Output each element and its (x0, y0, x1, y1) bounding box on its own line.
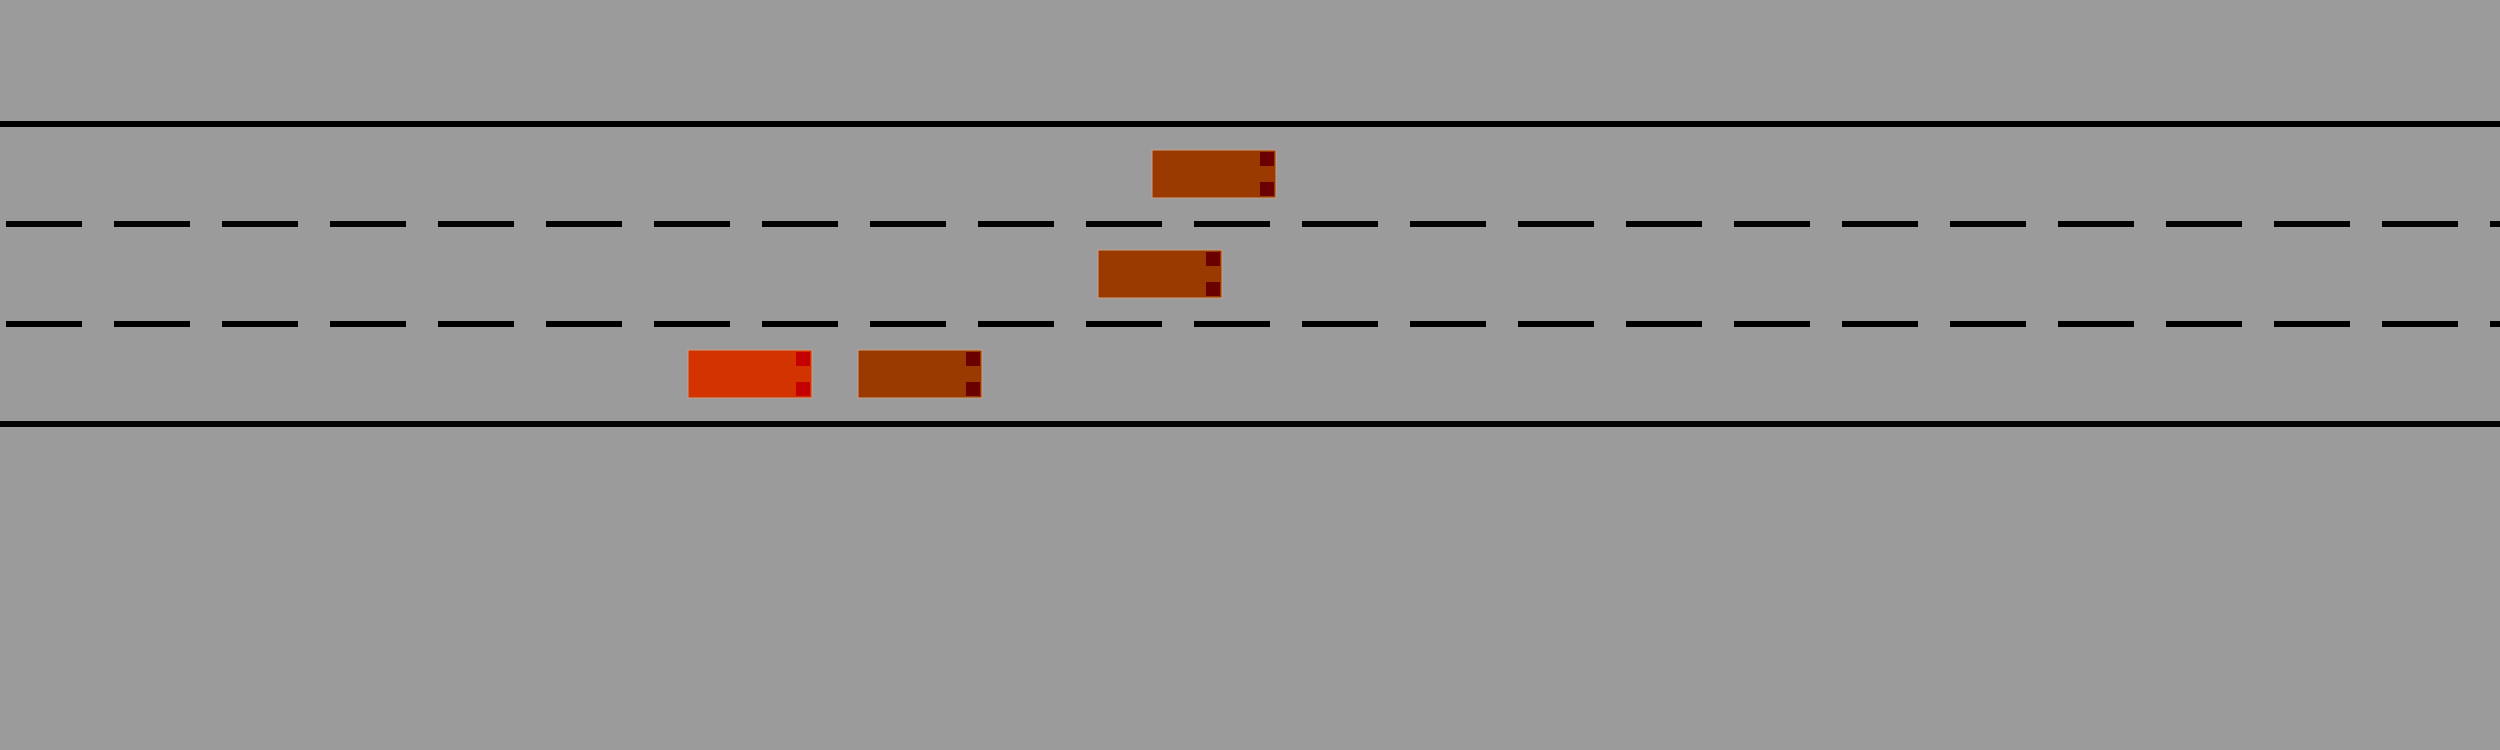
lane-divider-dash (438, 221, 514, 227)
lane-divider-dash (1950, 221, 2026, 227)
lane-divider-dash (1734, 221, 1810, 227)
lane-divider-dash (1842, 321, 1918, 327)
lane-divider-dash (654, 221, 730, 227)
lane-divider-dash (1842, 221, 1918, 227)
lane-divider-dash (1194, 221, 1270, 227)
lane-divider-dash (1518, 221, 1594, 227)
lane-divider-dash (1734, 321, 1810, 327)
lane-divider-dash (222, 221, 298, 227)
other-vehicle (857, 349, 983, 399)
lane-divider-dash (1302, 321, 1378, 327)
lane-divider-dash (2490, 221, 2500, 227)
road-edge-bottom (0, 421, 2500, 427)
lane-divider-dash (762, 221, 838, 227)
lane-divider-dash (2274, 221, 2350, 227)
other-vehicle-light-bottom (1260, 182, 1274, 196)
lane-divider-dash (2382, 221, 2458, 227)
lane-divider-dash (1086, 221, 1162, 227)
lane-divider-dash (1410, 321, 1486, 327)
lane-divider-dash (978, 221, 1054, 227)
ego-vehicle (687, 349, 813, 399)
lane-divider-dash (1626, 321, 1702, 327)
other-vehicle-light-bottom (966, 382, 980, 396)
other-vehicle (1151, 149, 1277, 199)
lane-divider-dash (546, 221, 622, 227)
lane-divider-dash (330, 321, 406, 327)
lane-divider-dash (654, 321, 730, 327)
lane-divider-dash (1950, 321, 2026, 327)
lane-divider-dash (2382, 321, 2458, 327)
lane-divider-dash (2166, 221, 2242, 227)
lane-divider-dash (870, 221, 946, 227)
lane-divider-dash (2058, 321, 2134, 327)
lane-divider-dash (6, 221, 82, 227)
lane-divider-dash (1410, 221, 1486, 227)
lane-divider-dash (1086, 321, 1162, 327)
other-vehicle-body (857, 349, 983, 399)
lane-divider-dash (222, 321, 298, 327)
lane-divider-dash (114, 221, 190, 227)
lane-divider-dash (1302, 221, 1378, 227)
lane-divider-dash (1518, 321, 1594, 327)
lane-divider-dash (1626, 221, 1702, 227)
other-vehicle-light-bottom (1206, 282, 1220, 296)
other-vehicle-light-top (966, 352, 980, 366)
other-vehicle-light-top (1206, 252, 1220, 266)
lane-divider-dash (546, 321, 622, 327)
lane-divider-dash (2166, 321, 2242, 327)
vehicles (687, 149, 1277, 399)
lane-divider-dash (978, 321, 1054, 327)
lane-divider-dash (114, 321, 190, 327)
lane-divider-dash (762, 321, 838, 327)
lane-divider-dash (438, 321, 514, 327)
lane-divider-dash (2490, 321, 2500, 327)
ego-vehicle-body (687, 349, 813, 399)
other-vehicle-body (1151, 149, 1277, 199)
other-vehicle (1097, 249, 1223, 299)
lane-divider-dash (6, 321, 82, 327)
lane-divider-dash (1194, 321, 1270, 327)
lane-divider-dash (330, 221, 406, 227)
other-vehicle-light-top (1260, 152, 1274, 166)
lane-markings (0, 121, 2500, 427)
lane-divider-dash (2058, 221, 2134, 227)
ego-vehicle-light-top (796, 352, 810, 366)
lane-divider-dash (870, 321, 946, 327)
lane-divider-dash (2274, 321, 2350, 327)
other-vehicle-body (1097, 249, 1223, 299)
ego-vehicle-light-bottom (796, 382, 810, 396)
road-edge-top (0, 121, 2500, 127)
